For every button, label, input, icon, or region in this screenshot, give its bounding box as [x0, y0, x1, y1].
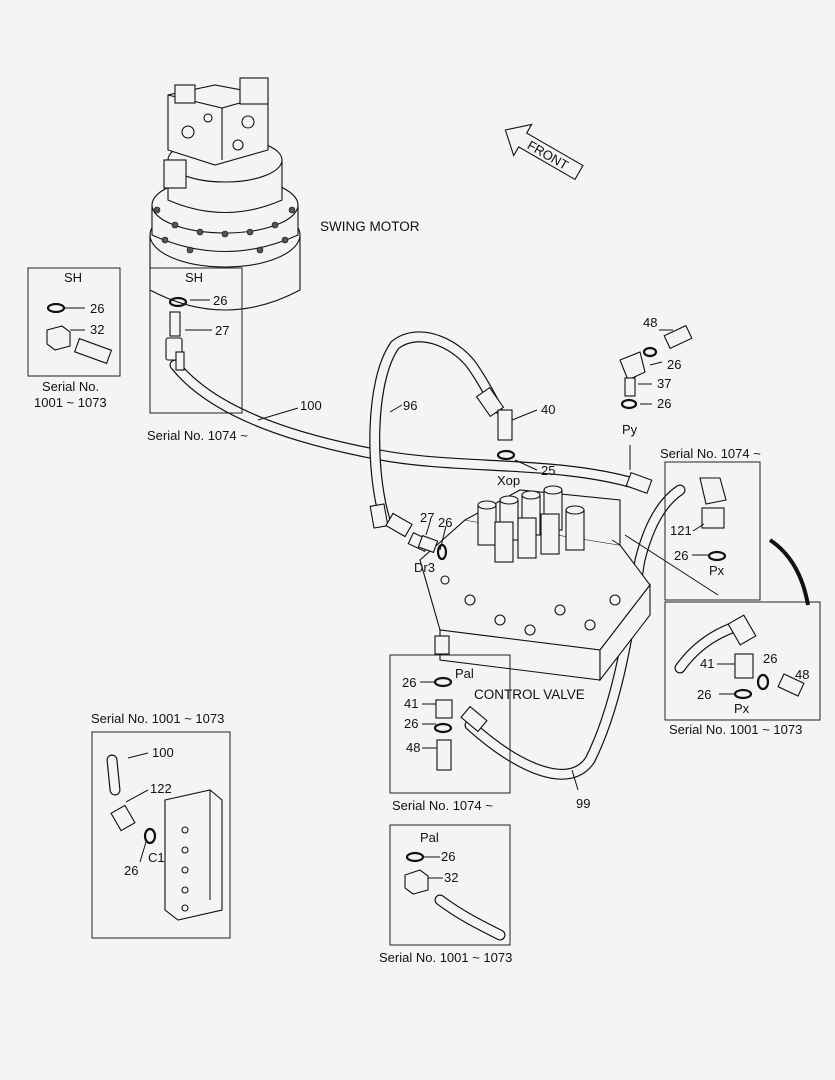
part-121-label: 121	[670, 523, 692, 538]
part-48-label: 48	[643, 315, 657, 330]
serial-1074-label: Serial No. 1074 ~	[392, 798, 493, 813]
part-27-label: 27	[420, 510, 434, 525]
serial-1001-label: Serial No. 1001 ~ 1073	[379, 950, 512, 965]
part-26-label: 26	[763, 651, 777, 666]
part-27-label: 27	[215, 323, 229, 338]
part-32-label: 32	[444, 870, 458, 885]
text-labels: SH 26 32 Serial No. 1001 ~ 1073 SH 26 27…	[34, 270, 809, 965]
part-37-label: 37	[657, 376, 671, 391]
port-px-label: Px	[709, 563, 725, 578]
part-48-label: 48	[406, 740, 420, 755]
part-100-label: 100	[300, 398, 322, 413]
inset-pal-1001	[389, 824, 511, 946]
serial-1001-label: Serial No. 1001 ~ 1073	[91, 711, 224, 726]
port-py-label: Py	[622, 422, 638, 437]
part-96-label: 96	[403, 398, 417, 413]
port-px-label: Px	[734, 701, 750, 716]
inset-pal-1074	[389, 654, 511, 794]
port-pal-label: Pal	[455, 666, 474, 681]
port-dr3-label: Dr3	[414, 560, 435, 575]
leader-lines	[185, 299, 719, 791]
part-26-label: 26	[402, 675, 416, 690]
part-26-label: 26	[441, 849, 455, 864]
part-26-label: 26	[438, 515, 452, 530]
port-c1-label: C1	[148, 850, 165, 865]
part-99-label: 99	[576, 796, 590, 811]
part-26-label: 26	[404, 716, 418, 731]
serial-1074-label: Serial No. 1074 ~	[660, 446, 761, 461]
part-100-label: 100	[152, 745, 174, 760]
front-label: FRONT	[525, 137, 571, 172]
inset-px-1074	[664, 461, 761, 601]
part-122-label: 122	[150, 781, 172, 796]
swing-motor-illustration	[149, 77, 301, 311]
inset-px-1001	[664, 601, 821, 721]
part-26-label: 26	[657, 396, 671, 411]
hose-99	[464, 484, 686, 780]
part-48-label: 48	[795, 667, 809, 682]
part-26-label: 26	[674, 548, 688, 563]
part-32-label: 32	[90, 322, 104, 337]
serial-1001-label: Serial No. 1001 ~ 1073	[669, 722, 802, 737]
port-sh-label: SH	[64, 270, 82, 285]
part-26-label: 26	[213, 293, 227, 308]
port-sh-label: SH	[185, 270, 203, 285]
part-40-label: 40	[541, 402, 555, 417]
serial-label-line1: Serial No.	[42, 379, 99, 394]
serial-1074-label: Serial No. 1074 ~	[147, 428, 248, 443]
swing-motor-label: SWING MOTOR	[320, 219, 420, 234]
part-25-label: 25	[541, 463, 555, 478]
part-41-label: 41	[404, 696, 418, 711]
inset-sh-1001	[27, 267, 121, 377]
part-26-label: 26	[667, 357, 681, 372]
hose-100	[169, 359, 646, 491]
port-pal-label: Pal	[420, 830, 439, 845]
control-valve-illustration	[419, 485, 651, 682]
serial-label-line2: 1001 ~ 1073	[34, 395, 107, 410]
part-26-label: 26	[90, 301, 104, 316]
pointer-arc	[768, 538, 810, 606]
hose-96	[369, 331, 503, 526]
loose-parts	[168, 296, 693, 561]
control-valve-label: CONTROL VALVE	[474, 687, 585, 702]
front-direction-arrow: FRONT	[504, 123, 584, 181]
inset-sh-1074	[149, 267, 243, 414]
part-41-label: 41	[700, 656, 714, 671]
inset-c1-1001	[91, 731, 231, 939]
port-xop-label: Xop	[497, 473, 520, 488]
part-26-label: 26	[697, 687, 711, 702]
part-26-label: 26	[124, 863, 138, 878]
